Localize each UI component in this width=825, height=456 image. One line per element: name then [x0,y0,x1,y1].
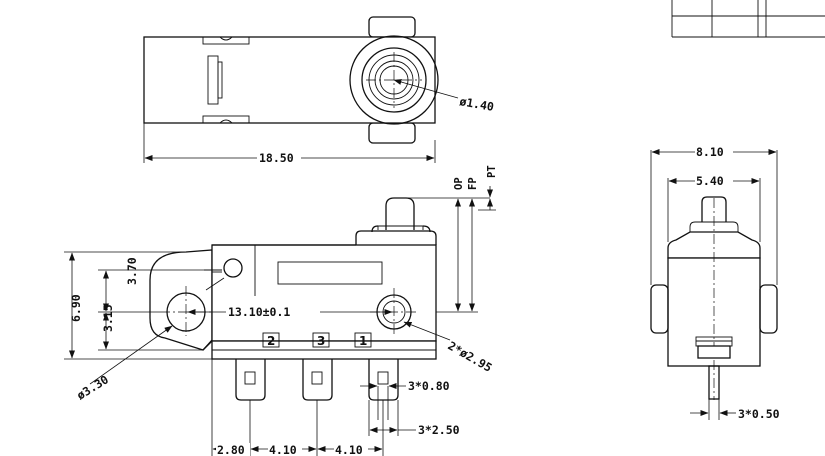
pitch-2-label: 4.10 [335,443,363,456]
pin-number-3: 3 [317,334,325,348]
pitch-1-label: 4.10 [269,443,297,456]
dimension-370-label: 3.70 [125,257,139,285]
pin-width-label: 3*0.80 [408,379,450,393]
pin-number-1: 1 [359,334,367,348]
hole-diameter-label: ø1.40 [458,94,495,114]
height-dimension-label: 6.90 [69,294,83,322]
length-dimension-label: 18.50 [259,151,294,165]
inner-width-label: 5.40 [696,174,724,188]
pin-thickness-label: 3*0.50 [738,407,780,421]
fp-label: FP [467,177,479,190]
op-label: OP [453,177,465,190]
top-view: ø1.40 18.50 [143,16,495,165]
mount-holes-label: 2*ø2.95 [446,338,495,374]
pt-label: PT [486,165,498,178]
title-block [671,0,825,38]
terminal-pins [235,359,399,401]
end-width-label: 8.10 [696,145,724,159]
center-distance-label: 13.10±0.1 [228,305,290,319]
pitch-start-label: 2.80 [217,443,245,456]
dimension-315-label: 3.15 [101,304,115,332]
mount-hole-label: ø3.30 [74,372,111,402]
side-view: 2 3 1 6.90 3.70 3.15 13.10±0.1 [64,165,498,456]
pin-length-label: 3*2.50 [418,423,460,437]
end-view: 8.10 5.40 3*0.50 [650,145,780,421]
pin-number-2: 2 [267,334,275,348]
